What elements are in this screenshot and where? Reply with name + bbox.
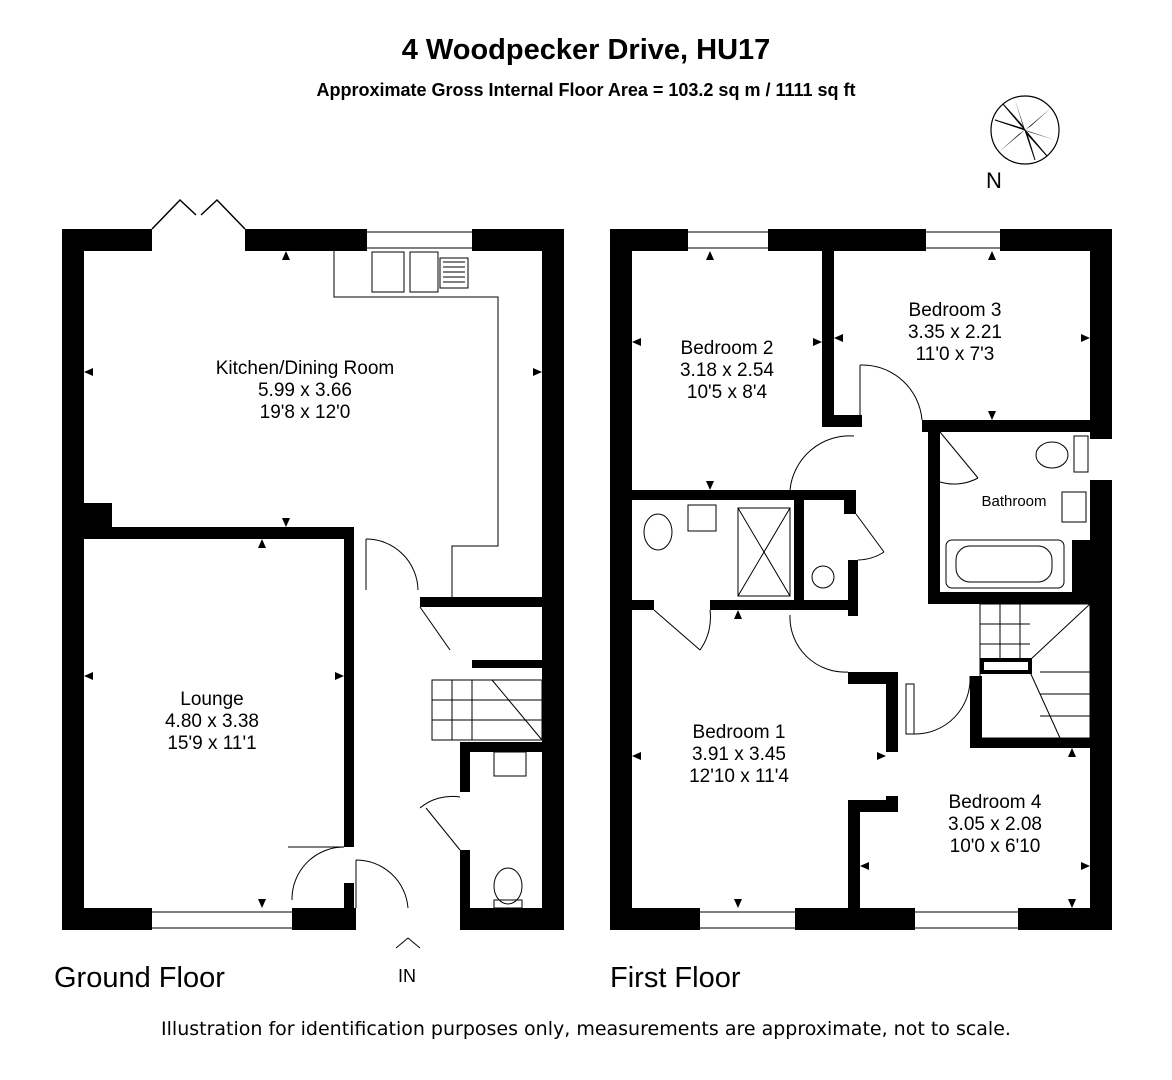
- disclaimer: Illustration for identification purposes…: [161, 1018, 1011, 1040]
- room-name: Bedroom 2: [680, 338, 774, 359]
- room-bathroom: Bathroom: [966, 491, 1062, 513]
- room-imperial: 10'0 x 6'10: [949, 836, 1041, 857]
- room-imperial: 15'9 x 11'1: [167, 733, 257, 754]
- room-imperial: 11'0 x 7'3: [915, 344, 995, 365]
- room-bedroom-3: Bedroom 3 3.35 x 2.21 11'0 x 7'3: [880, 300, 1030, 366]
- room-metric: 3.35 x 2.21: [907, 322, 1003, 343]
- compass-north-label: N: [986, 168, 1002, 193]
- compass-icon: [990, 95, 1060, 165]
- room-metric: 5.99 x 3.66: [257, 380, 353, 401]
- room-name: Bathroom: [981, 493, 1047, 510]
- room-name: Bedroom 1: [692, 722, 786, 743]
- first-floor-label: First Floor: [610, 962, 741, 994]
- room-name: Bedroom 3: [908, 300, 1002, 321]
- room-bedroom-1: Bedroom 1 3.91 x 3.45 12'10 x 11'4: [664, 722, 814, 788]
- room-metric: 4.80 x 3.38: [164, 711, 260, 732]
- room-metric: 3.91 x 3.45: [691, 744, 787, 765]
- room-lounge: Lounge 4.80 x 3.38 15'9 x 11'1: [112, 689, 312, 755]
- room-name: Bedroom 4: [948, 792, 1042, 813]
- room-name: Lounge: [180, 689, 244, 710]
- room-bedroom-4: Bedroom 4 3.05 x 2.08 10'0 x 6'10: [920, 792, 1070, 858]
- room-metric: 3.05 x 2.08: [947, 814, 1043, 835]
- ground-floor-label: Ground Floor: [54, 962, 225, 994]
- ground-floor-plan: [62, 198, 564, 949]
- room-imperial: 19'8 x 12'0: [259, 402, 351, 423]
- first-floor-plan: [610, 229, 1112, 930]
- room-kitchen-dining: Kitchen/Dining Room 5.99 x 3.66 19'8 x 1…: [160, 358, 450, 424]
- room-name: Kitchen/Dining Room: [215, 358, 395, 379]
- page-title: 4 Woodpecker Drive, HU17: [401, 34, 771, 66]
- room-imperial: 10'5 x 8'4: [686, 382, 768, 403]
- floor-area-subtitle: Approximate Gross Internal Floor Area = …: [316, 80, 856, 100]
- room-metric: 3.18 x 2.54: [679, 360, 775, 381]
- room-imperial: 12'10 x 11'4: [689, 766, 789, 787]
- entrance-label: IN: [398, 966, 416, 986]
- room-bedroom-2: Bedroom 2 3.18 x 2.54 10'5 x 8'4: [652, 338, 802, 404]
